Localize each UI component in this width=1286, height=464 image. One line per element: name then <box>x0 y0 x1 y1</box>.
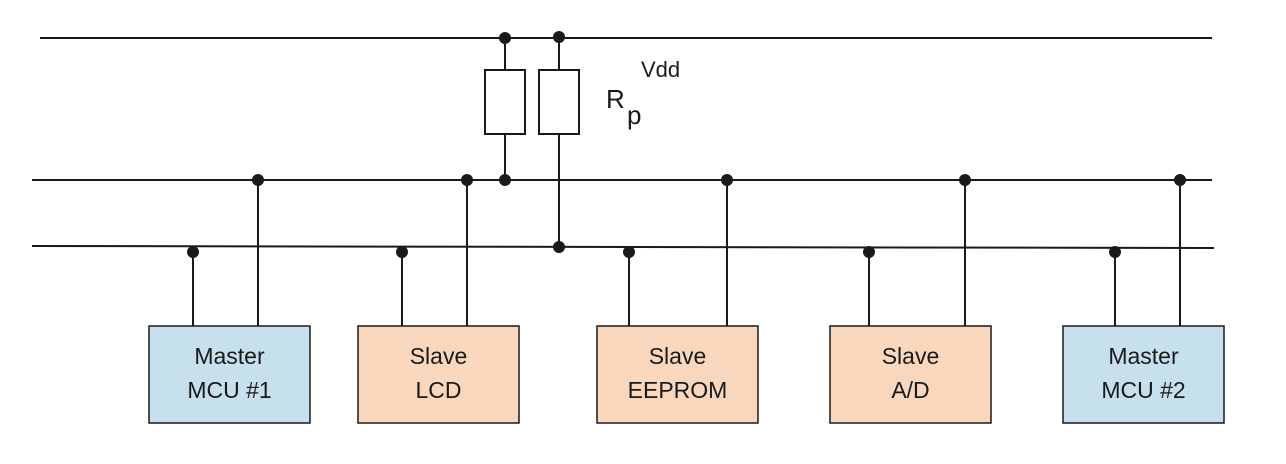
device-box <box>1062 325 1225 424</box>
device-master-mcu-2: Master MCU #2 <box>1062 174 1225 424</box>
junction-dot <box>721 174 733 186</box>
pullup-resistor-2 <box>538 38 580 247</box>
junction-dot <box>252 174 264 186</box>
device-label-line2: EEPROM <box>628 377 728 403</box>
junction-dot <box>959 174 971 186</box>
device-box <box>596 325 759 424</box>
device-slave-ad: Slave A/D <box>829 174 992 424</box>
device-slave-eeprom: Slave EEPROM <box>596 174 759 424</box>
junction-dot <box>863 246 875 258</box>
junction-dot <box>499 32 511 44</box>
sda-bus-line <box>31 245 1215 249</box>
junction-dot <box>623 246 635 258</box>
device-box <box>829 325 992 424</box>
junction-dot <box>1174 174 1186 186</box>
junction-dot <box>1109 246 1121 258</box>
junction-dot <box>396 246 408 258</box>
junction-dot <box>553 31 565 43</box>
pullup-resistor-1 <box>484 38 526 180</box>
device-box <box>357 325 520 424</box>
vdd-label: Vdd <box>641 57 680 82</box>
device-label-line1: Master <box>194 343 265 369</box>
rp-subscript: p <box>627 100 641 130</box>
device-label-line2: MCU #1 <box>187 377 271 403</box>
device-slave-lcd: Slave LCD <box>357 174 520 424</box>
device-label-line2: MCU #2 <box>1101 377 1185 403</box>
device-label-line2: A/D <box>891 377 929 403</box>
junction-dot <box>553 241 565 253</box>
device-label-line2: LCD <box>415 377 461 403</box>
junction-dot <box>187 246 199 258</box>
device-master-mcu-1: Master MCU #1 <box>148 174 311 424</box>
device-box <box>148 325 311 424</box>
device-label-line1: Slave <box>410 343 468 369</box>
device-label-line1: Slave <box>882 343 940 369</box>
rp-label: R <box>606 84 625 114</box>
junction-dot <box>461 174 473 186</box>
device-label-line1: Master <box>1108 343 1179 369</box>
device-label-line1: Slave <box>649 343 707 369</box>
junction-dot <box>499 174 511 186</box>
